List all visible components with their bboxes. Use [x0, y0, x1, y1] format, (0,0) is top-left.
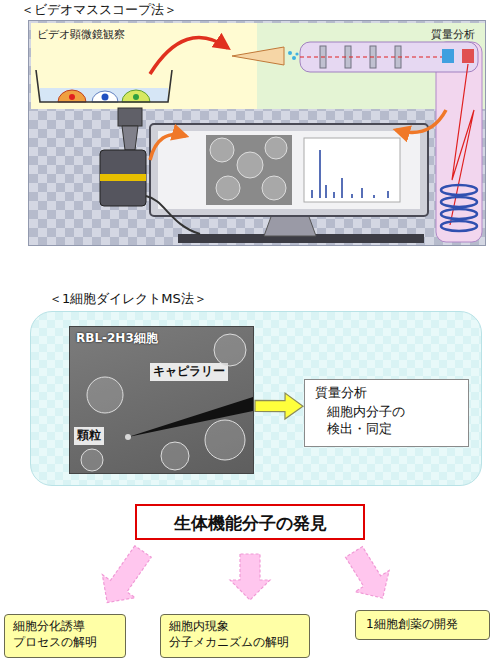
- mass-spectrometer: [300, 42, 482, 242]
- result-box: 生体機能分子の発見: [135, 504, 365, 540]
- method-panel: RBL-2H3細胞キャピラリー顆粒質量分析細胞内分子の 検出・同定＜1細胞ダイレ…: [30, 311, 482, 486]
- coil: [441, 209, 477, 219]
- node-text: 質量分析: [315, 385, 367, 402]
- capillary: [232, 47, 284, 65]
- cell-image-cell: [265, 137, 287, 159]
- monitor-screen: [158, 131, 420, 209]
- node-text: 細胞内分子の 検出・同定: [327, 404, 413, 438]
- photo-cell: [205, 420, 245, 460]
- node-text: RBL-2H3細胞: [76, 331, 158, 347]
- node-text: 生体機能分子の発見: [137, 512, 363, 534]
- image-arrow: [150, 134, 186, 160]
- monitor-frame: [150, 124, 428, 216]
- petri-dish: [36, 70, 172, 102]
- monitor-base: [178, 234, 424, 243]
- cell-nucleus: [102, 94, 109, 101]
- node-text: ＜1細胞ダイレクトMS法＞: [49, 291, 207, 308]
- node-text: キャピラリー: [150, 363, 228, 381]
- electrode: [345, 46, 351, 68]
- spray-droplet: [295, 52, 298, 55]
- spectrum-window: [304, 138, 400, 202]
- lens-barrel: [122, 126, 138, 150]
- granule: [125, 434, 131, 440]
- cell: [58, 90, 86, 102]
- spray-droplet: [292, 56, 296, 60]
- ion-path: [450, 64, 474, 225]
- node-text: 1細胞創薬の開発: [366, 617, 458, 633]
- cell-image: [206, 135, 292, 205]
- result-arrow: [345, 547, 389, 598]
- node-text: 顆粒: [74, 427, 104, 445]
- analysis-area: 質量分析: [257, 23, 485, 109]
- electrode: [395, 46, 401, 68]
- microscope: [100, 108, 200, 234]
- monitor-stand: [264, 214, 316, 236]
- camera-band: [100, 174, 146, 181]
- cell: [92, 91, 118, 102]
- data-arrow: [396, 110, 446, 133]
- electrode: [370, 46, 376, 68]
- photo-cell: [161, 442, 189, 470]
- method-panel: ビデオ顕微鏡観察質量分析＜ビデオマススコープ法＞: [28, 20, 486, 246]
- sampling-arrow: [150, 38, 228, 74]
- result-arrow: [230, 554, 270, 600]
- node-text: 質量分析: [431, 28, 475, 42]
- result-arrow: [102, 546, 151, 603]
- photo-cell: [81, 449, 103, 471]
- coil: [441, 197, 477, 207]
- flow-arrow: [255, 393, 303, 419]
- outcome-box: 1細胞創薬の開発: [355, 610, 490, 640]
- outcome-box: 細胞内現象 分子メカニズムの解明: [160, 614, 310, 658]
- photo-cell: [87, 377, 123, 413]
- electrode: [320, 46, 326, 68]
- observation-area: ビデオ顕微鏡観察: [31, 23, 257, 109]
- cell: [122, 90, 150, 102]
- flight-tube: [436, 42, 482, 242]
- node-text: 細胞分化誘導 プロセスの解明: [13, 619, 105, 650]
- detector-block: [462, 49, 474, 63]
- ion-path: [300, 56, 442, 57]
- camera-body: [100, 150, 146, 206]
- spectrum-peaks: [312, 150, 388, 198]
- cell-photo: RBL-2H3細胞キャピラリー顆粒: [69, 326, 254, 474]
- cell-photo-art: [81, 334, 253, 471]
- objective-lens: [118, 108, 142, 126]
- coil: [441, 221, 477, 231]
- node-text: ビデオ顕微鏡観察: [37, 28, 125, 42]
- cell-nucleus: [133, 94, 139, 100]
- connector-layer: [102, 393, 389, 602]
- capillary-tip: [232, 47, 299, 65]
- culture-medium: [40, 88, 168, 102]
- coil: [441, 185, 477, 195]
- photo-cell: [214, 334, 246, 366]
- detector-block: [442, 49, 454, 63]
- cell-image-cell: [237, 152, 263, 178]
- spray-droplet: [288, 51, 292, 55]
- ion-guide: [300, 42, 478, 72]
- node-text: ＜ビデオマススコープ法＞: [21, 2, 177, 19]
- cell-image-cell: [216, 176, 240, 200]
- camera-cable: [146, 196, 200, 234]
- cell-image-cell: [262, 176, 286, 200]
- analysis-box: 質量分析細胞内分子の 検出・同定: [304, 379, 469, 447]
- node-text: 細胞内現象 分子メカニズムの解明: [169, 619, 297, 650]
- monitor: [150, 124, 428, 243]
- cell-image-cell: [210, 138, 234, 162]
- capillary-needle: [128, 397, 253, 437]
- cell-nucleus: [69, 94, 75, 100]
- dish-wall: [36, 70, 172, 102]
- outcome-box: 細胞分化誘導 プロセスの解明: [4, 614, 126, 658]
